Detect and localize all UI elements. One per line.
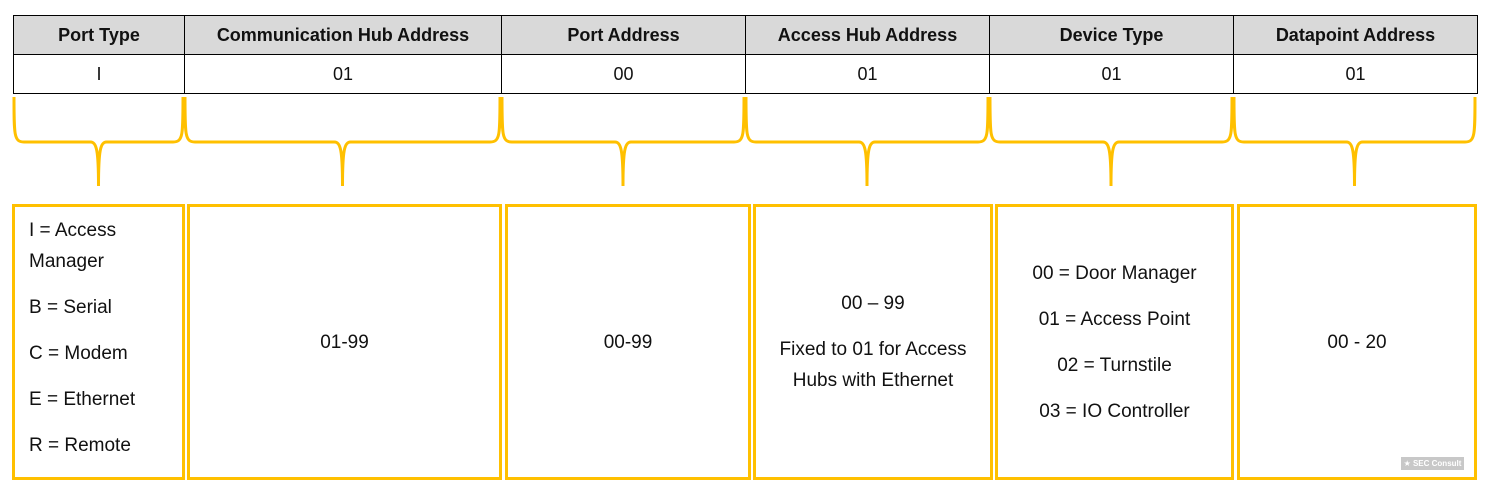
curly-brace bbox=[988, 96, 1234, 187]
sec-consult-logo: ★ SEC Consult bbox=[1401, 457, 1464, 470]
curly-brace bbox=[12, 96, 185, 187]
header-datapoint-address: Datapoint Address bbox=[1233, 15, 1478, 55]
header-row: Port Type Communication Hub Address Port… bbox=[13, 15, 1478, 55]
value-device-type: 01 bbox=[989, 54, 1234, 94]
braces bbox=[12, 96, 1477, 187]
detail-text: R = Remote bbox=[29, 435, 131, 456]
curly-brace bbox=[183, 96, 502, 187]
value-port-type: I bbox=[13, 54, 185, 94]
header-access-hub-address: Access Hub Address bbox=[745, 15, 990, 55]
curly-brace bbox=[744, 96, 990, 187]
detail-box-port-address: 00-99 bbox=[505, 204, 751, 480]
detail-text: Fixed to 01 for Access Hubs with Etherne… bbox=[779, 339, 967, 391]
curly-brace bbox=[500, 96, 746, 187]
detail-box-access-hub-address: 00 – 99 Fixed to 01 for Access Hubs with… bbox=[753, 204, 993, 480]
value-access-hub-address: 01 bbox=[745, 54, 990, 94]
value-datapoint-address: 01 bbox=[1233, 54, 1478, 94]
detail-box-communication-hub-address: 01-99 bbox=[187, 204, 502, 480]
value-row: I 01 00 01 01 01 bbox=[13, 54, 1478, 94]
detail-text: 00 - 20 bbox=[1327, 331, 1387, 353]
value-communication-hub-address: 01 bbox=[184, 54, 502, 94]
curly-brace bbox=[1232, 96, 1477, 187]
detail-text: 00 = Door Manager bbox=[1032, 262, 1197, 284]
detail-text: 00 – 99 bbox=[841, 293, 905, 314]
detail-text: I = Access Manager bbox=[29, 220, 117, 272]
detail-text: 01-99 bbox=[320, 331, 369, 353]
detail-text: 02 = Turnstile bbox=[1057, 354, 1172, 376]
header-device-type: Device Type bbox=[989, 15, 1234, 55]
detail-box-device-type: 00 = Door Manager 01 = Access Point 02 =… bbox=[995, 204, 1234, 480]
address-table: Port Type Communication Hub Address Port… bbox=[13, 15, 1478, 94]
detail-box-port-type: I = Access Manager B = Serial C = Modem … bbox=[12, 204, 185, 480]
value-port-address: 00 bbox=[501, 54, 746, 94]
detail-text: E = Ethernet bbox=[29, 389, 136, 410]
detail-text: B = Serial bbox=[29, 297, 112, 318]
detail-box-datapoint-address: 00 - 20 bbox=[1237, 204, 1477, 480]
detail-text: C = Modem bbox=[29, 343, 128, 364]
detail-text: 01 = Access Point bbox=[1038, 308, 1191, 330]
header-port-type: Port Type bbox=[13, 15, 185, 55]
detail-text: 03 = IO Controller bbox=[1039, 400, 1190, 422]
detail-text: 00-99 bbox=[603, 331, 653, 353]
